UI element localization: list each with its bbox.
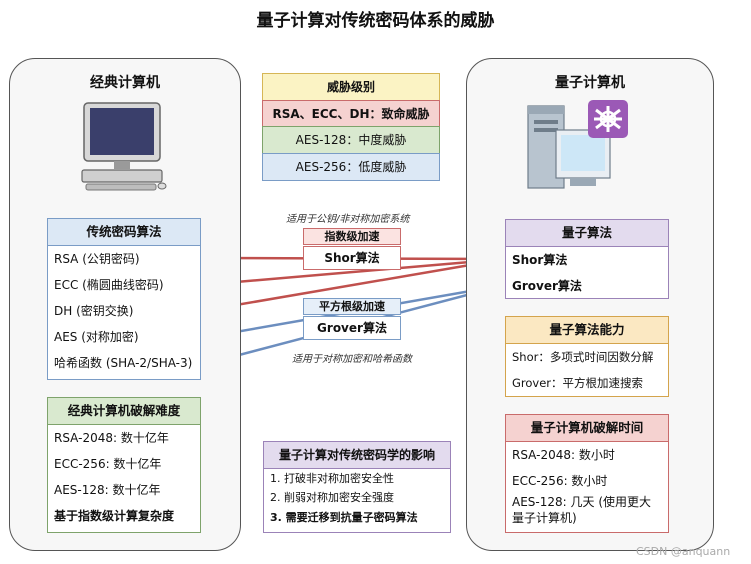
quantum-panel-title: 量子计算机 <box>555 75 625 91</box>
threat-level-medium: AES-128：中度威胁 <box>262 126 440 154</box>
classical-difficulty-header: 经典计算机破解难度 <box>48 398 200 425</box>
quantum-capability-box: 量子算法能力 Shor：多项式时间因数分解 Grover：平方根加速搜索 <box>505 316 669 397</box>
grover-algorithm-label: Grover算法 <box>303 316 401 340</box>
impact-item-3: 3. 需要迁移到抗量子密码算法 <box>270 511 418 524</box>
capability-item-grover: Grover：平方根加速搜索 <box>512 376 644 390</box>
difficulty-item-aes: AES-128: 数十亿年 <box>54 483 161 497</box>
impact-header: 量子计算对传统密码学的影响 <box>264 442 450 469</box>
quantum-algorithms-header: 量子算法 <box>506 220 668 247</box>
quantum-algorithm-grover: Grover算法 <box>512 279 582 293</box>
arrow-dh-to-shor <box>200 252 508 313</box>
desktop-computer-icon <box>78 100 168 192</box>
traditional-algorithms-header: 传统密码算法 <box>48 219 200 246</box>
sqrt-speedup-tag: 平方根级加速 <box>303 298 401 315</box>
difficulty-footer: 基于指数级计算复杂度 <box>54 509 175 523</box>
threat-level-low: AES-256：低度威胁 <box>262 152 440 181</box>
threat-level-fatal: RSA、ECC、DH：致命威胁 <box>262 99 440 128</box>
algorithm-item-dh: DH (密钥交换) <box>54 304 134 318</box>
algorithm-item-hash: 哈希函数 (SHA-2/SHA-3) <box>54 356 193 370</box>
quantum-algorithms-box: 量子算法 Shor算法 Grover算法 <box>505 219 669 299</box>
algorithm-item-aes: AES (对称加密) <box>54 330 139 344</box>
note-symmetric: 适用于对称加密和哈希函数 <box>292 354 412 365</box>
impact-item-1: 1. 打破非对称加密安全性 <box>270 472 394 485</box>
impact-box: 量子计算对传统密码学的影响 1. 打破非对称加密安全性 2. 削弱对称加密安全强… <box>263 441 451 533</box>
algorithm-item-ecc: ECC (椭圆曲线密码) <box>54 278 164 292</box>
classical-difficulty-box: 经典计算机破解难度 RSA-2048: 数十亿年 ECC-256: 数十亿年 A… <box>47 397 201 533</box>
note-public-key: 适用于公钥/非对称加密系统 <box>286 214 410 225</box>
page-title: 量子计算对传统密码体系的威胁 <box>256 11 495 31</box>
quantum-computer-icon <box>526 96 636 192</box>
threat-levels-box: 威胁级别 RSA、ECC、DH：致命威胁 AES-128：中度威胁 AES-25… <box>262 73 440 181</box>
traditional-algorithms-box: 传统密码算法 RSA (公钥密码) ECC (椭圆曲线密码) DH (密钥交换)… <box>47 218 201 380</box>
exponential-speedup-tag: 指数级加速 <box>303 228 401 245</box>
arrow-ecc-to-shor <box>200 250 508 287</box>
difficulty-item-ecc: ECC-256: 数十亿年 <box>54 457 162 471</box>
difficulty-item-rsa: RSA-2048: 数十亿年 <box>54 431 169 445</box>
crack-time-ecc: ECC-256: 数小时 <box>512 474 608 488</box>
crack-time-aes: AES-128: 几天 (使用更大 <box>512 495 651 509</box>
crack-time-aes-cont: 量子计算机) <box>512 511 577 525</box>
quantum-crack-time-header: 量子计算机破解时间 <box>506 415 668 442</box>
quantum-algorithm-shor: Shor算法 <box>512 253 568 267</box>
quantum-capability-header: 量子算法能力 <box>506 317 668 344</box>
quantum-crack-time-box: 量子计算机破解时间 RSA-2048: 数小时 ECC-256: 数小时 AES… <box>505 414 669 533</box>
impact-item-2: 2. 削弱对称加密安全强度 <box>270 491 394 504</box>
algorithm-item-rsa: RSA (公钥密码) <box>54 252 140 266</box>
classical-panel-title: 经典计算机 <box>90 75 160 91</box>
threat-levels-header: 威胁级别 <box>262 73 440 101</box>
crack-time-rsa: RSA-2048: 数小时 <box>512 448 615 462</box>
shor-algorithm-label: Shor算法 <box>303 246 401 270</box>
capability-item-shor: Shor：多项式时间因数分解 <box>512 350 654 364</box>
watermark: CSDN @anquann <box>636 545 731 558</box>
